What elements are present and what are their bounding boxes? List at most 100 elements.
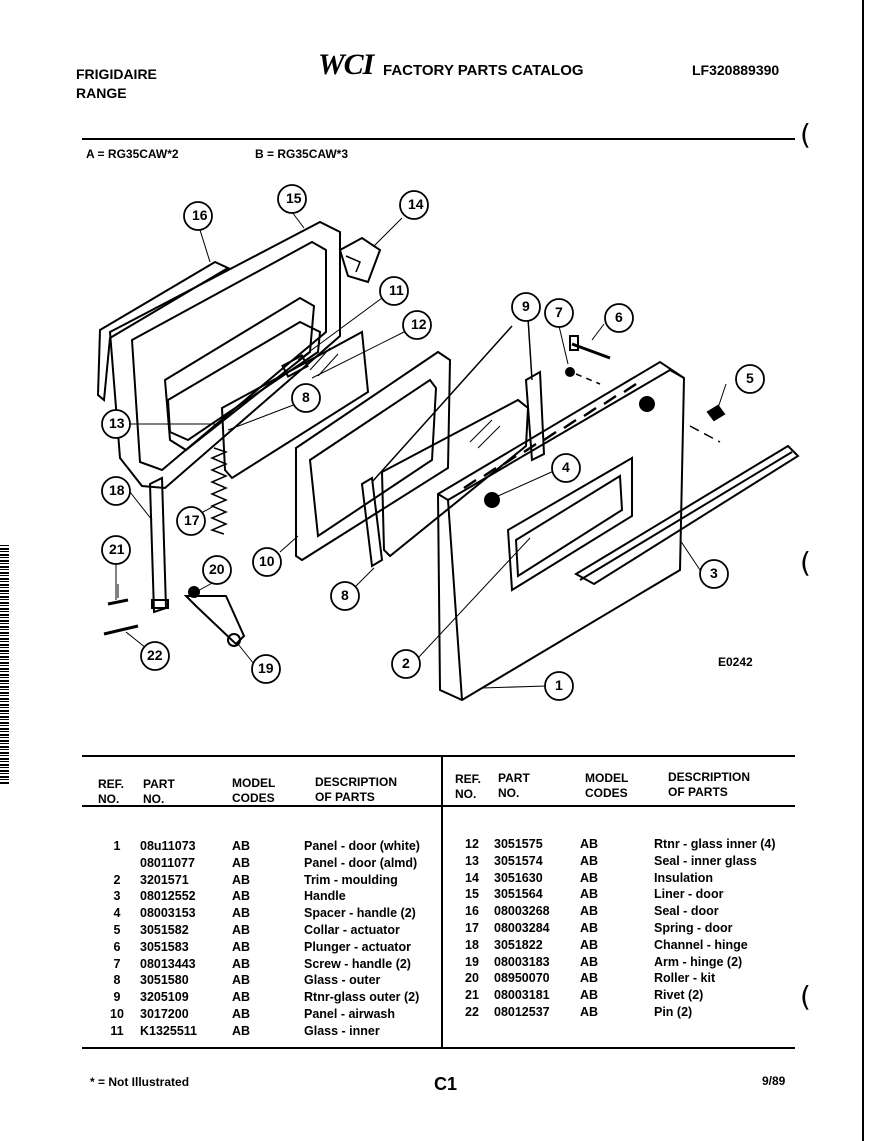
- parts-row-part: 08u11073: [140, 839, 196, 853]
- exploded-door-diagram: [96, 184, 800, 702]
- callout-8-inner: 8: [302, 389, 310, 405]
- parts-row-ref: 10: [110, 1006, 124, 1021]
- parts-row-code: AB: [580, 887, 599, 902]
- parts-row-desc: Insulation: [654, 870, 714, 885]
- parts-row-desc: Liner - door: [654, 887, 724, 902]
- parts-row-part: 08012537: [494, 1004, 550, 1019]
- outer-glass-part: [380, 398, 530, 558]
- parts-row-part: 08003284: [494, 920, 550, 935]
- outer-glass-retainer-part: [360, 317, 546, 568]
- parts-row-part: 3051575: [494, 837, 543, 851]
- parts-row-part: 08003268: [494, 904, 550, 919]
- parts-row-ref: 17: [465, 920, 479, 935]
- parts-row-code: AB: [580, 837, 599, 851]
- callout-21: 21: [109, 541, 125, 557]
- parts-row-code: AB: [580, 904, 599, 919]
- parts-row-ref: 16: [465, 904, 479, 919]
- parts-row-ref: 9: [113, 990, 121, 1005]
- actuator-collar-part: [689, 404, 726, 443]
- parts-row-part: 3017200: [140, 1006, 189, 1021]
- handle-screw-part: [565, 367, 601, 385]
- binder-hole-mark: (: [800, 980, 811, 1013]
- parts-row-ref: 7: [113, 956, 121, 971]
- callout-1: 1: [555, 677, 563, 693]
- parts-row-desc: Glass - outer: [304, 973, 381, 988]
- callout-17: 17: [184, 512, 200, 528]
- parts-row-code: AB: [580, 954, 599, 969]
- parts-row-ref: 22: [465, 1004, 479, 1019]
- parts-row-code: AB: [232, 922, 251, 937]
- parts-row-ref: 8: [113, 973, 121, 988]
- table-center-divider: [441, 757, 443, 1047]
- table-header-rule: [82, 805, 795, 807]
- model-b: B = RG35CAW*3: [255, 147, 349, 161]
- insulation-part: [338, 236, 382, 284]
- callout-16: 16: [192, 207, 208, 223]
- callout-10: 10: [259, 553, 275, 569]
- parts-row-part: 3051583: [140, 939, 189, 954]
- parts-row-code: AB: [232, 990, 251, 1005]
- parts-row-desc: Roller - kit: [654, 971, 716, 986]
- parts-row-desc: Panel - airwash: [304, 1006, 396, 1021]
- binder-hole-mark: (: [800, 546, 811, 579]
- callout-2: 2: [402, 655, 410, 671]
- callout-18: 18: [109, 482, 125, 498]
- parts-row-desc: Pin (2): [654, 1004, 693, 1019]
- footnote: * = Not Illustrated: [90, 1075, 190, 1089]
- catalog-number: LF320889390: [692, 62, 780, 78]
- parts-row-part: 08012552: [140, 889, 196, 904]
- scan-barcode-strip: [0, 545, 9, 785]
- parts-row-part: 3051630: [494, 870, 543, 885]
- actuator-plunger-part: [569, 335, 611, 360]
- callout-7: 7: [555, 304, 563, 320]
- parts-row-desc: Panel - door (white): [304, 839, 420, 853]
- roller-kit-part: [188, 586, 200, 598]
- parts-row-ref: 15: [465, 887, 479, 902]
- parts-row-part: K1325511: [140, 1023, 198, 1038]
- parts-row-ref: 20: [465, 971, 479, 986]
- parts-row-ref: [94, 855, 140, 872]
- callout-15: 15: [286, 190, 302, 206]
- parts-row-code: AB: [232, 839, 251, 853]
- parts-row-desc: Glass - inner: [304, 1023, 380, 1038]
- parts-row-part: 3051574: [494, 853, 543, 868]
- callout-4: 4: [562, 459, 570, 475]
- parts-row-part: 3201571: [140, 872, 189, 887]
- hinge-arm-part: [183, 595, 246, 647]
- parts-row-desc: Handle: [304, 889, 346, 904]
- header-ref-right: REF.NO.: [455, 772, 482, 801]
- parts-row-part: 08003183: [494, 954, 550, 969]
- callout-12: 12: [411, 316, 427, 332]
- parts-row-desc: Arm - hinge (2): [654, 954, 743, 969]
- rivet-part: [107, 584, 129, 606]
- parts-row-code: AB: [232, 939, 251, 954]
- parts-row-ref: 19: [465, 954, 479, 969]
- catalog-date: 9/89: [762, 1074, 786, 1088]
- table-bottom-rule: [82, 1047, 795, 1049]
- parts-row: 19 08003183 AB Arm - hinge (2): [450, 954, 804, 971]
- parts-row-code: AB: [232, 1023, 251, 1038]
- parts-row-desc: Screw - handle (2): [304, 956, 411, 971]
- parts-row-code: AB: [232, 855, 251, 870]
- airwash-panel-part: [295, 350, 452, 562]
- parts-row-ref: 2: [113, 872, 121, 887]
- callout-8: 8: [341, 587, 349, 603]
- pin-part: [103, 624, 139, 636]
